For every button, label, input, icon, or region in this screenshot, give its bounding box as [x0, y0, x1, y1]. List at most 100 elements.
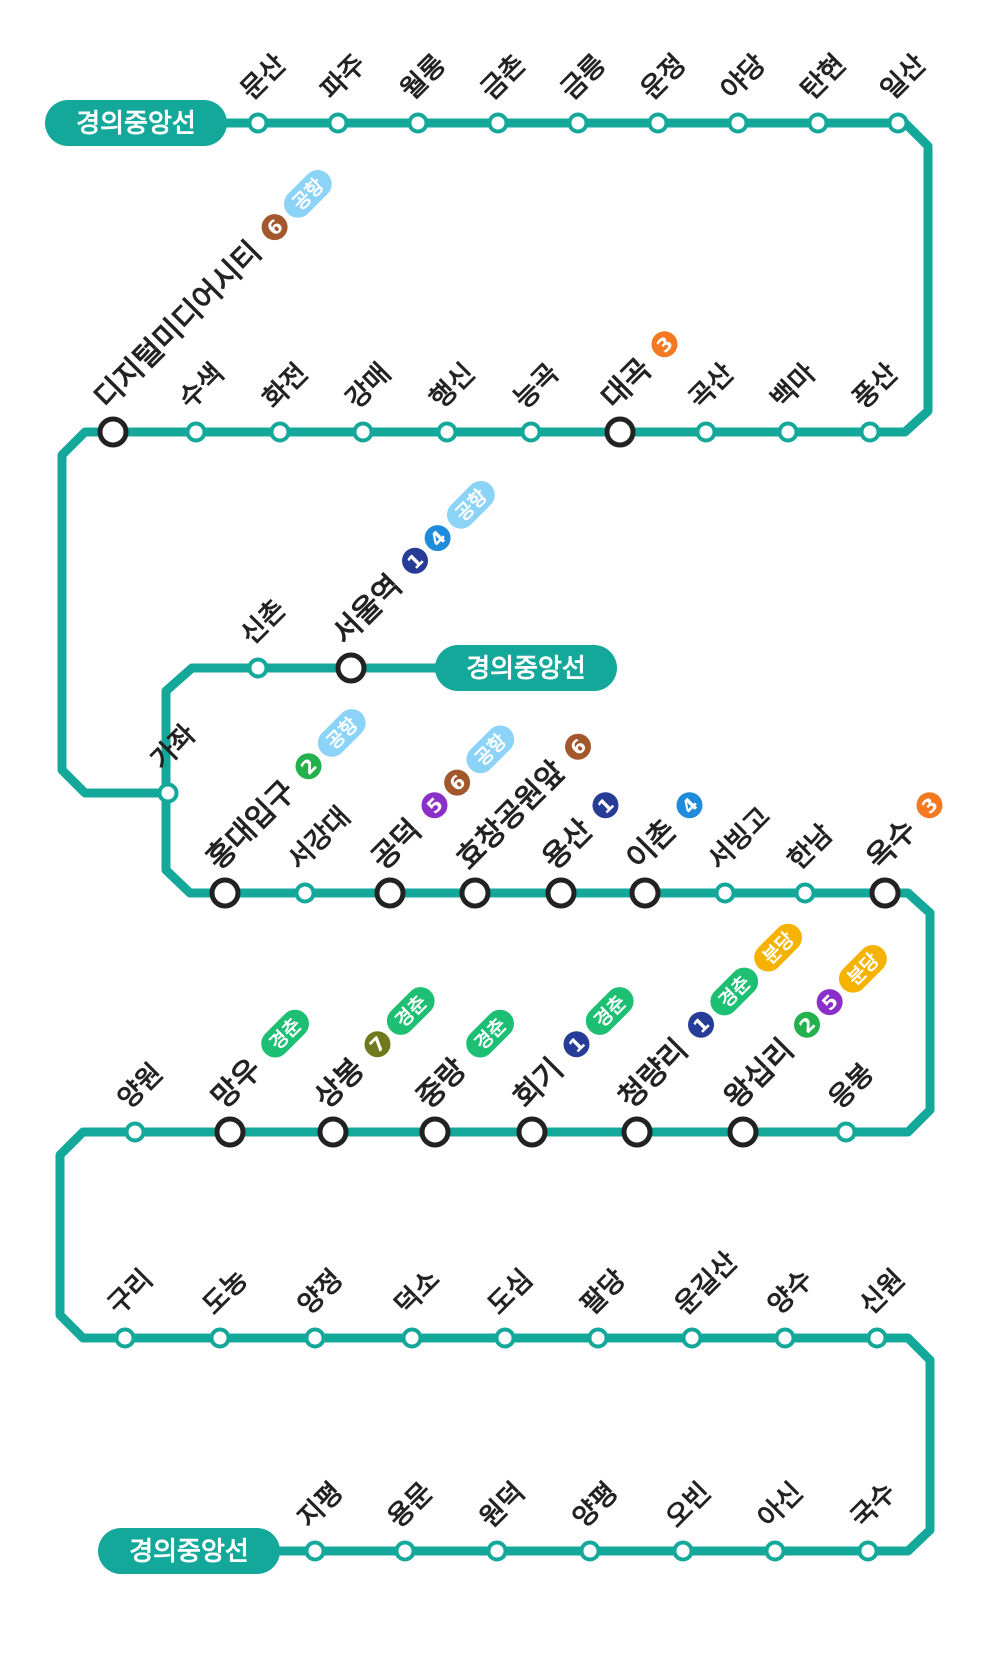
station-label-group: 지평	[292, 1477, 349, 1534]
transfer-badge-5: 5	[816, 989, 843, 1015]
station-name: 신촌	[235, 594, 292, 651]
station-name: 곡산	[683, 358, 740, 415]
transfer-badge-2: 2	[295, 753, 322, 779]
station-name: 강매	[340, 358, 397, 415]
station-label-group: 옥수3	[860, 792, 943, 877]
station-대곡[interactable]: 대곡3	[595, 324, 687, 448]
transfer-badge-3: 3	[651, 331, 678, 357]
transfer-station-marker	[335, 652, 367, 684]
terminal-pill-middle: 경의중앙선	[435, 645, 617, 691]
station-name: 가좌	[145, 719, 202, 776]
station-label-group: 용문	[382, 1477, 439, 1534]
station-label-group: 이촌4	[620, 792, 703, 877]
station-label-group: 대곡3	[595, 331, 678, 416]
station-marker	[209, 1327, 231, 1349]
station-name: 구리	[102, 1264, 159, 1321]
transfer-badge-공항: 공항	[466, 725, 515, 774]
station-label-group: 서빙고	[702, 801, 777, 876]
transfer-badge-1: 1	[563, 1031, 590, 1057]
transfer-badge-공항: 공항	[283, 169, 332, 218]
station-name: 지평	[292, 1477, 349, 1534]
station-marker	[579, 1540, 601, 1562]
station-이촌[interactable]: 이촌4	[620, 785, 712, 909]
transfer-badge-4: 4	[424, 525, 451, 551]
transfer-badge-6: 6	[261, 214, 288, 240]
transfer-station-marker	[459, 877, 491, 909]
station-옥수[interactable]: 옥수3	[860, 785, 952, 909]
station-marker	[866, 1327, 888, 1349]
station-marker	[520, 421, 542, 443]
station-label-group: 응봉	[823, 1058, 880, 1115]
station-name: 팔당	[575, 1264, 632, 1321]
station-name: 월롱	[395, 49, 452, 106]
station-label-group: 탄현	[795, 49, 852, 106]
station-name: 상봉	[308, 1052, 372, 1116]
station-서강대[interactable]: 서강대	[282, 801, 357, 904]
station-운길산[interactable]: 운길산	[669, 1246, 744, 1349]
station-name: 신원	[854, 1264, 911, 1321]
station-marker	[647, 112, 669, 134]
transfer-badge-1: 1	[688, 1011, 714, 1038]
station-용산[interactable]: 용산1	[536, 785, 628, 909]
station-marker	[394, 1540, 416, 1562]
station-label-group: 백마	[765, 358, 822, 415]
transfer-station-marker	[419, 1116, 451, 1148]
station-name: 회기	[507, 1052, 571, 1116]
transfer-station-marker	[727, 1116, 759, 1148]
station-marker	[401, 1327, 423, 1349]
station-name: 야당	[715, 49, 772, 106]
station-label-group: 오빈	[660, 1477, 717, 1534]
station-marker	[269, 421, 291, 443]
station-name: 용산	[536, 813, 600, 877]
station-label-group: 신촌	[235, 594, 292, 651]
station-name: 용문	[382, 1477, 439, 1534]
station-label-group: 행신	[424, 358, 481, 415]
station-name: 공덕	[365, 813, 429, 877]
station-name: 중랑	[410, 1052, 474, 1116]
station-name: 수색	[173, 358, 230, 415]
station-label-group: 양원	[112, 1058, 169, 1115]
station-marker	[304, 1540, 326, 1562]
terminal-label: 경의중앙선	[129, 1537, 249, 1567]
terminal-label: 경의중앙선	[466, 654, 586, 684]
station-label-group: 가좌	[145, 719, 202, 776]
station-label-group: 한남	[782, 819, 839, 876]
station-name: 이촌	[620, 813, 684, 877]
station-marker	[887, 112, 909, 134]
station-name: 양평	[567, 1477, 624, 1534]
station-name: 일산	[875, 49, 932, 106]
station-marker	[185, 421, 207, 443]
station-marker	[247, 657, 269, 679]
station-name: 탄현	[795, 49, 852, 106]
station-label-group: 도심	[482, 1264, 539, 1321]
station-name: 응봉	[823, 1058, 880, 1115]
transfer-badge-1: 1	[592, 792, 619, 818]
transfer-badge-2: 2	[794, 1011, 820, 1038]
transfer-badge-경춘: 경춘	[386, 987, 435, 1035]
terminal-label: 경의중앙선	[76, 109, 196, 139]
station-name: 홍대입구	[200, 774, 303, 877]
transfer-badge-7: 7	[364, 1031, 391, 1057]
station-name: 망우	[205, 1052, 269, 1116]
transfer-badge-경춘: 경춘	[261, 1009, 309, 1058]
station-name: 운길산	[669, 1246, 744, 1321]
station-label-group: 신원	[854, 1264, 911, 1321]
station-name: 청량리	[612, 1032, 695, 1115]
station-name: 서빙고	[702, 801, 777, 876]
station-label-group: 화전	[257, 358, 314, 415]
station-label-group: 팔당	[575, 1264, 632, 1321]
station-marker	[486, 1540, 508, 1562]
station-marker	[794, 882, 816, 904]
station-name: 금촌	[475, 49, 532, 106]
station-서빙고[interactable]: 서빙고	[702, 801, 777, 904]
